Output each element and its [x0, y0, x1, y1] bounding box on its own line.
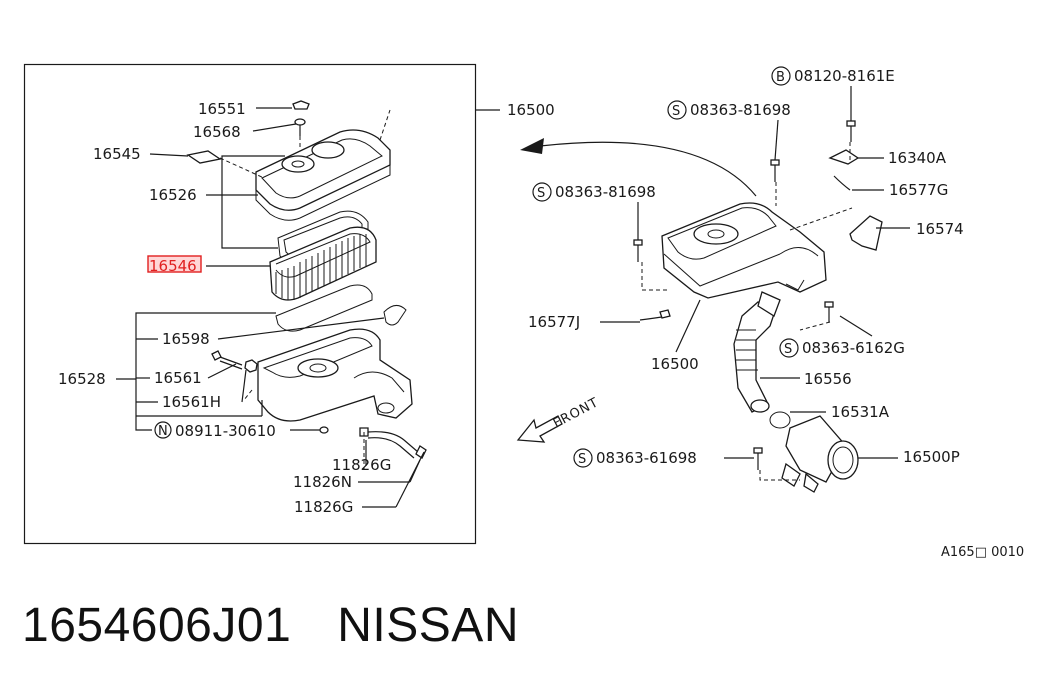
hex-nut — [319, 426, 329, 434]
installed-inlet — [693, 223, 739, 245]
mount-bracket — [849, 215, 883, 251]
callout-11826g-b: 11826G — [294, 498, 353, 516]
s-badge-icon-bottom: S — [573, 448, 593, 468]
callout-11826g-a: 11826G — [332, 456, 391, 474]
callout-16577j: 16577J — [528, 313, 580, 331]
front-label: FRONT — [551, 395, 602, 431]
label-tag — [186, 150, 222, 164]
s-badge-icon-top: S — [667, 100, 687, 120]
screw-bottom — [753, 447, 763, 470]
callout-16556: 16556 — [804, 370, 852, 388]
callout-16340a: 16340A — [888, 149, 947, 167]
screw-top — [770, 159, 780, 182]
svg-text:S: S — [578, 452, 586, 467]
callout-16551: 16551 — [198, 100, 246, 118]
leader-lines-left — [116, 107, 500, 508]
part-number: 1654606J01 — [22, 599, 292, 652]
cover-port-b — [311, 141, 345, 159]
clip-16340a — [828, 149, 860, 165]
callout-16561h: 16561H — [162, 393, 221, 411]
callout-16598: 16598 — [162, 330, 210, 348]
callout-16561: 16561 — [154, 369, 202, 387]
housing-snorkel-inlet — [297, 358, 339, 378]
callout-16528: 16528 — [58, 370, 106, 388]
callout-16577g: 16577G — [889, 181, 948, 199]
callout-08911-30610: 08911-30610 — [175, 422, 276, 440]
hose-clamp — [769, 411, 791, 429]
brand-name: NISSAN — [337, 599, 519, 652]
highlight-box — [147, 255, 202, 273]
inset-frame — [23, 63, 477, 545]
spring-clip — [383, 305, 407, 326]
parts-diagram: 16551 16568 16545 16526 16546 16598 1652… — [23, 63, 964, 545]
air-cleaner-exploded — [186, 100, 427, 470]
wing-nut — [292, 100, 310, 110]
callout-16568: 16568 — [193, 123, 241, 141]
callouts-left: 16551 16568 16545 16526 16546 16598 1652… — [58, 100, 391, 516]
lower-housing — [257, 328, 413, 422]
front-direction-arrow: FRONT — [516, 395, 602, 443]
callout-11826n: 11826N — [293, 473, 352, 491]
diagram-reference-code: A165□ 0010 — [941, 545, 1025, 560]
callout-08363-81698-left: 08363-81698 — [555, 183, 656, 201]
air-cleaner-installed — [633, 120, 883, 493]
callout-16531a: 16531A — [831, 403, 890, 421]
b-badge-icon: B — [771, 66, 791, 86]
callout-16574: 16574 — [916, 220, 964, 238]
svg-text:S: S — [672, 104, 680, 119]
screw-left — [633, 239, 643, 262]
callout-16545: 16545 — [93, 145, 141, 163]
lower-gasket — [275, 284, 373, 332]
leader-lines-right — [600, 86, 910, 459]
s-badge-icon-6162g: S — [779, 338, 799, 358]
n-badge-icon: N — [154, 421, 172, 439]
intake-duct — [733, 291, 781, 413]
callout-08363-61698-bottom: 08363-61698 — [596, 449, 697, 467]
nut — [244, 359, 258, 373]
callout-08120-8161e: 08120-8161E — [794, 67, 895, 85]
resonator — [781, 415, 859, 493]
svg-text:S: S — [537, 186, 545, 201]
svg-text:N: N — [158, 424, 168, 439]
s-badge-icon-left: S — [532, 182, 552, 202]
svg-text:S: S — [784, 342, 792, 357]
svg-text:B: B — [776, 70, 785, 85]
screw-6162g — [824, 301, 834, 322]
cover-port-a — [281, 155, 315, 173]
callout-16546-selected[interactable]: 16546 — [149, 257, 197, 275]
washer — [294, 118, 306, 126]
callout-08363-81698-top: 08363-81698 — [690, 101, 791, 119]
callout-16500p: 16500P — [903, 448, 960, 466]
callout-16526: 16526 — [149, 186, 197, 204]
part-caption: 1654606J01 NISSAN — [22, 598, 519, 658]
flange-bolt — [846, 120, 856, 142]
callout-16500-assembly: 16500 — [507, 101, 555, 119]
callouts-right: B 08120-8161E S 08363-81698 16340A S 083… — [528, 66, 964, 468]
callout-16500-installed: 16500 — [651, 355, 699, 373]
bolt — [211, 350, 243, 370]
vacuum-hose — [359, 427, 427, 459]
callout-08363-6162g: 08363-6162G — [802, 339, 905, 357]
transfer-arrow — [520, 138, 757, 197]
